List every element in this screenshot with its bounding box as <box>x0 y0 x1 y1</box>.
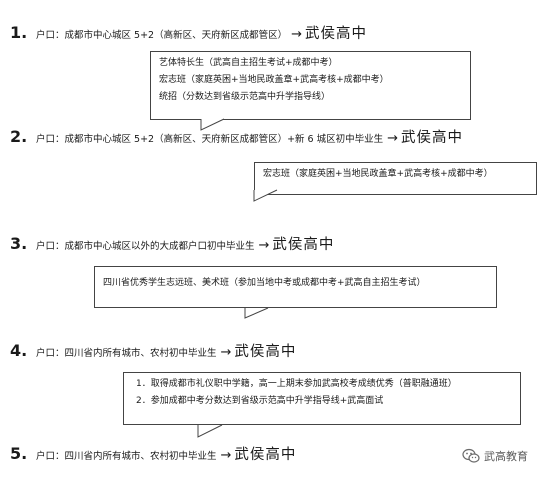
row-text: 户口：成都市中心城区 5+2（高新区、天府新区成都管区） <box>36 30 288 41</box>
callout-line: 2．参加成都中考分数达到省级示范高中升学指导线+武高面试 <box>136 396 384 406</box>
row-text: 户口：四川省内所有城市、农村初中毕业生 <box>36 348 217 359</box>
row-target: 武侯高中 <box>304 26 367 42</box>
row-2: 2. 户口：成都市中心城区 5+2（高新区、天府新区成都管区）+新 6 城区初中… <box>10 126 463 147</box>
callout-line: 艺体特长生（武高自主招生考试+成都中考） <box>159 58 338 68</box>
row-number: 4. <box>10 341 28 360</box>
row-4: 4. 户口：四川省内所有城市、农村初中毕业生 → 武侯高中 <box>10 340 296 361</box>
watermark: 武高教育 <box>462 448 528 464</box>
callout-line: 宏志班（家庭英困+当地民政盖章+武高考核+成都中考） <box>159 75 389 85</box>
callout-line: 统招（分数达到省级示范高中升学指导线） <box>159 92 331 102</box>
callout-line: 1．取得成都市礼仪职中学籍，高一上期末参加武高校考成绩优秀（普职融通班） <box>136 379 457 389</box>
row-number: 1. <box>10 23 28 42</box>
callout-3: 四川省优秀学生志远班、美术班（参加当地中考或成都中考+武高自主招生考试） <box>94 266 497 308</box>
row-1: 1. 户口：成都市中心城区 5+2（高新区、天府新区成都管区） → 武侯高中 <box>10 22 367 43</box>
arrow-right-icon: → <box>387 131 399 146</box>
row-target: 武侯高中 <box>234 447 297 463</box>
row-text: 户口：四川省内所有城市、农村初中毕业生 <box>36 451 217 462</box>
arrow-right-icon: → <box>220 448 232 463</box>
callout-2: 宏志班（家庭英困+当地民政盖章+武高考核+成都中考） <box>254 162 537 195</box>
callout-line: 宏志班（家庭英困+当地民政盖章+武高考核+成都中考） <box>263 169 493 179</box>
row-number: 5. <box>10 444 28 463</box>
callout-line: 四川省优秀学生志远班、美术班（参加当地中考或成都中考+武高自主招生考试） <box>103 278 426 288</box>
arrow-right-icon: → <box>220 345 232 360</box>
callout-4: 1．取得成都市礼仪职中学籍，高一上期末参加武高校考成绩优秀（普职融通班） 2．参… <box>123 372 521 425</box>
watermark-text: 武高教育 <box>484 450 528 463</box>
arrow-right-icon: → <box>258 238 270 253</box>
row-number: 3. <box>10 234 28 253</box>
callout-1: 艺体特长生（武高自主招生考试+成都中考） 宏志班（家庭英困+当地民政盖章+武高考… <box>150 51 471 120</box>
arrow-right-icon: → <box>291 27 302 42</box>
row-3: 3. 户口：成都市中心城区以外的大成都户口初中毕业生 → 武侯高中 <box>10 233 334 254</box>
wechat-icon <box>462 448 480 463</box>
row-target: 武侯高中 <box>401 130 464 146</box>
row-target: 武侯高中 <box>272 237 335 253</box>
row-text: 户口：成都市中心城区 5+2（高新区、天府新区成都管区）+新 6 城区初中毕业生 <box>36 134 384 145</box>
row-target: 武侯高中 <box>234 344 297 360</box>
row-5: 5. 户口：四川省内所有城市、农村初中毕业生 → 武侯高中 <box>10 443 296 464</box>
row-text: 户口：成都市中心城区以外的大成都户口初中毕业生 <box>36 241 255 252</box>
row-number: 2. <box>10 127 28 146</box>
